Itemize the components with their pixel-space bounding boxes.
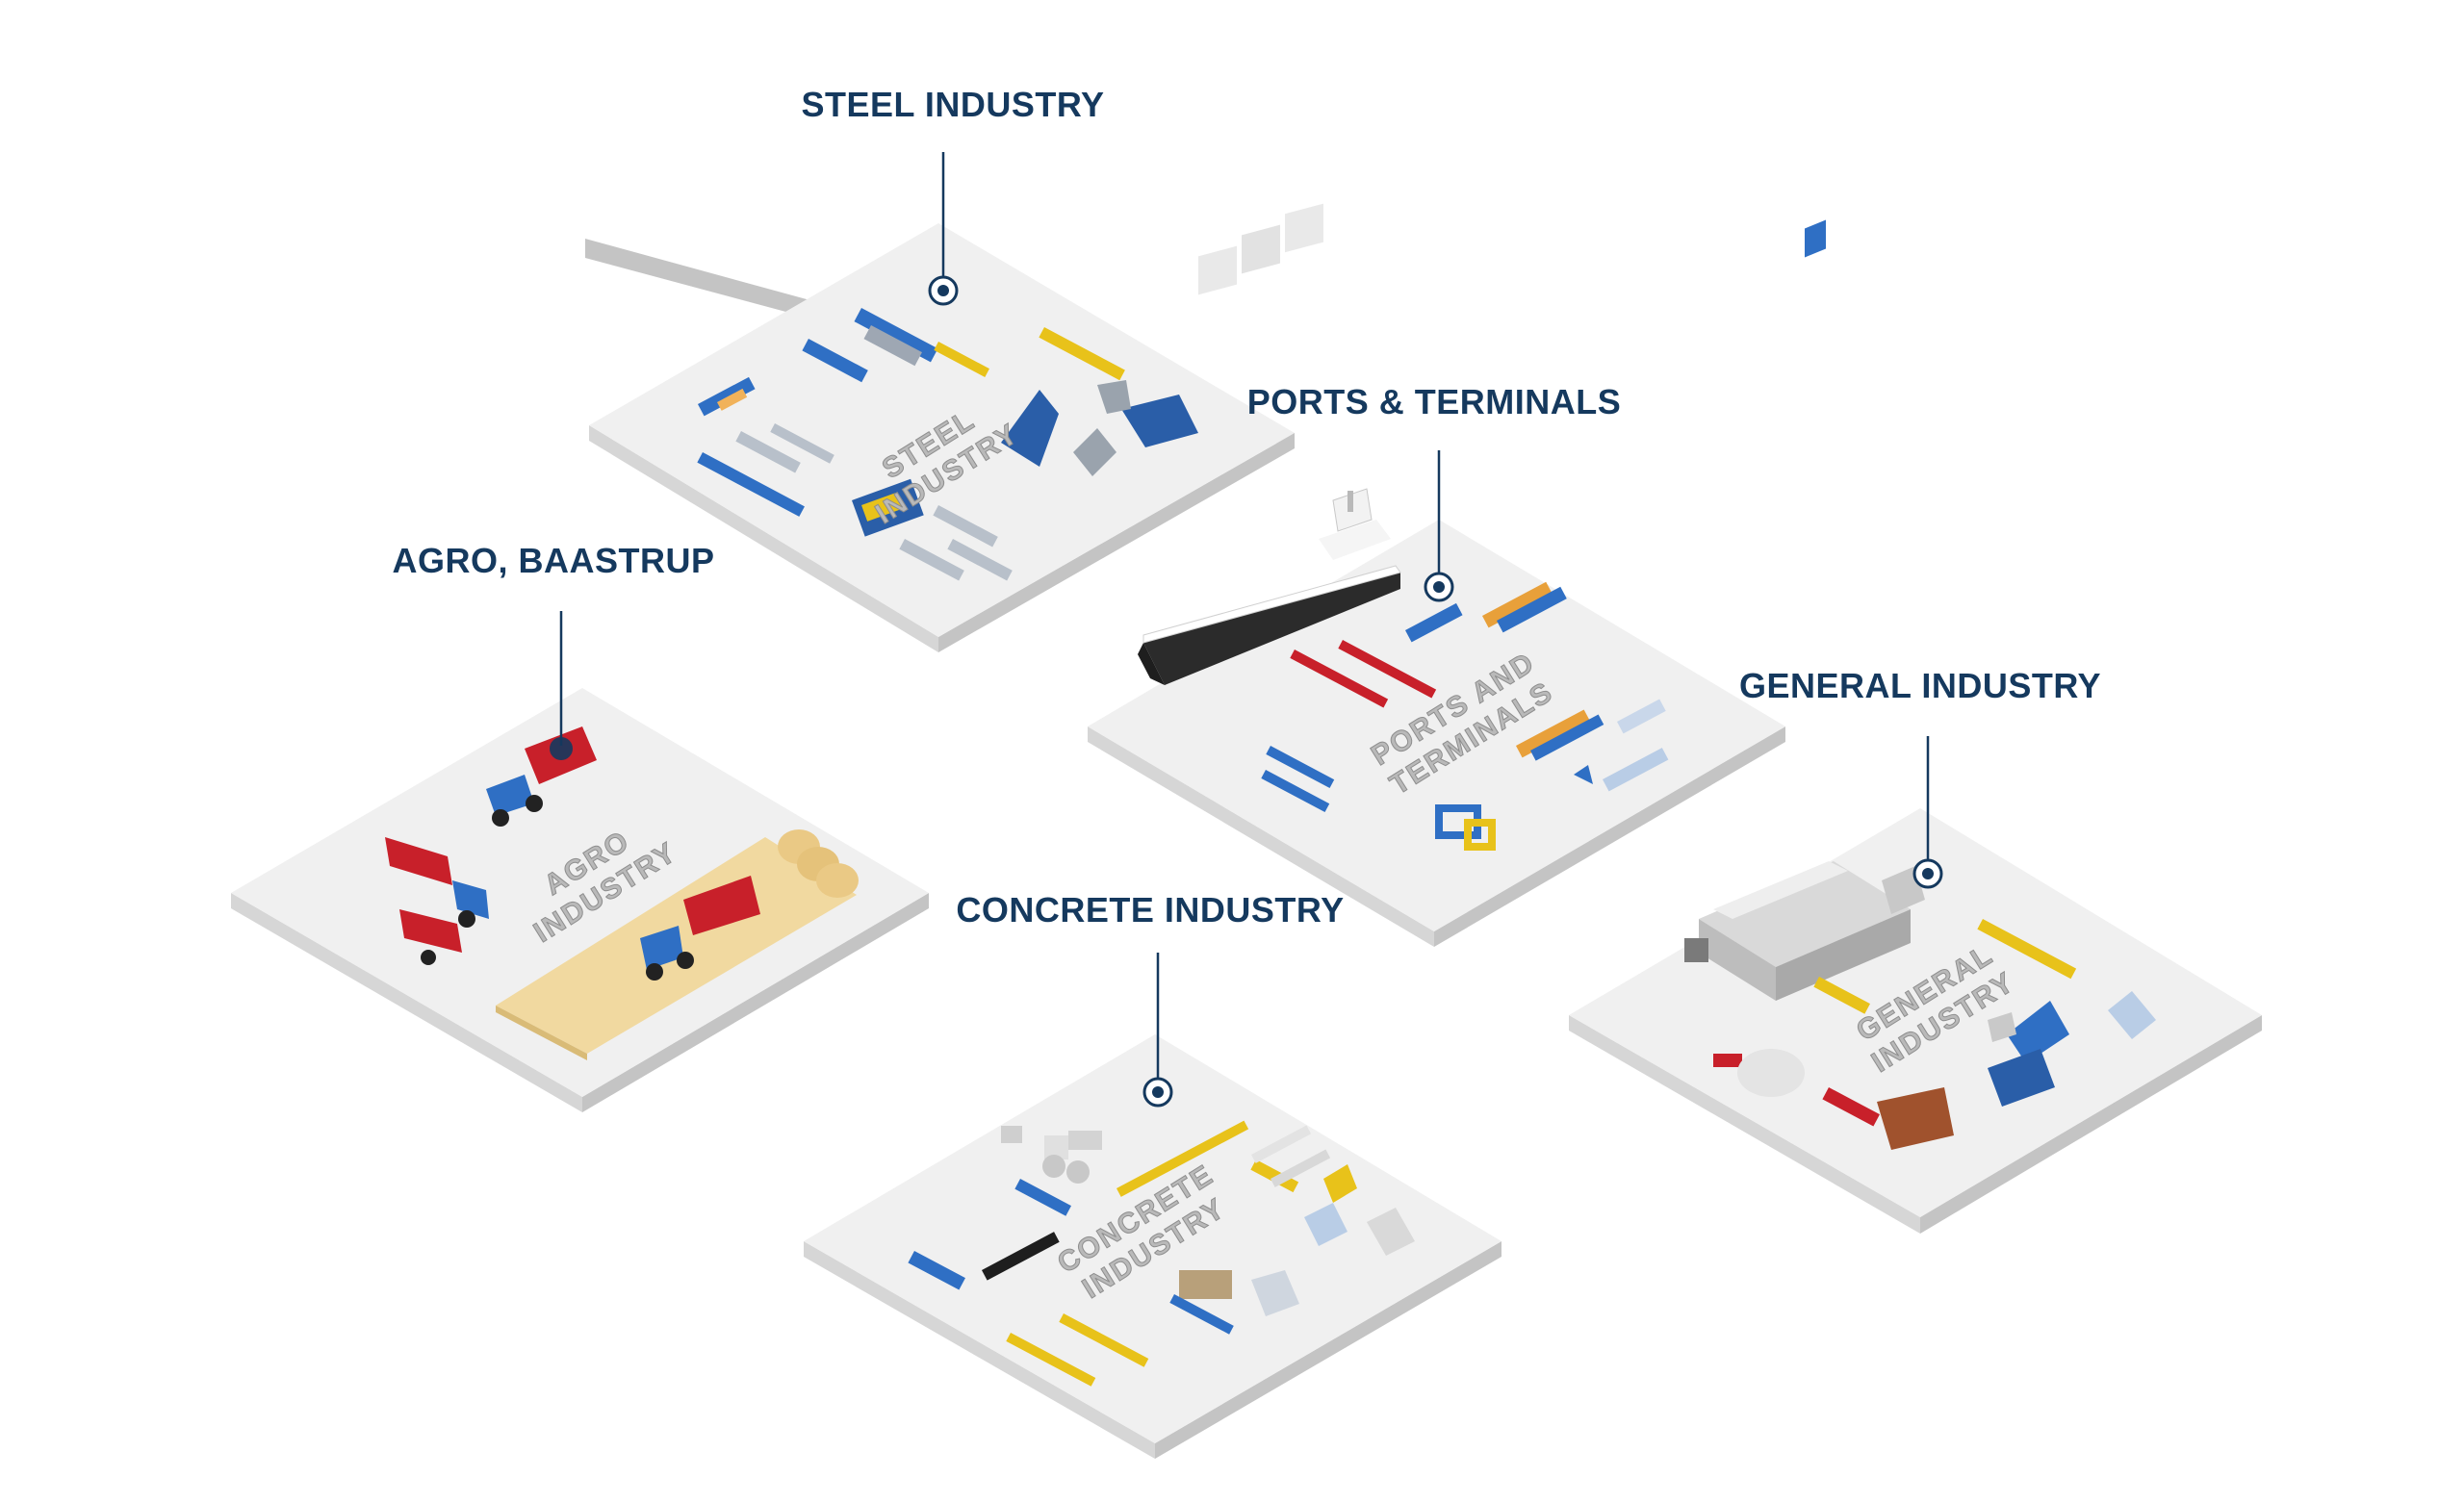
ports-equipment <box>1261 581 1669 851</box>
platform-ports-right-face <box>1434 726 1785 947</box>
platform-steel[interactable]: STEEL INDUSTRY <box>585 152 1295 652</box>
hay-bales <box>778 829 859 898</box>
factory-illustration <box>1684 219 1925 1001</box>
platform-agro-left-face <box>231 893 582 1112</box>
platform-general-left-face <box>1569 1015 1920 1234</box>
platform-general[interactable]: GENERAL INDUSTRY <box>1569 219 2262 1234</box>
ship-illustration <box>1138 203 1401 685</box>
platform-ports-top <box>1088 520 1785 931</box>
platform-concrete-top <box>804 1034 1502 1443</box>
zone-label-steel[interactable]: STEEL INDUSTRY <box>801 85 1105 124</box>
agro-marker[interactable] <box>550 737 573 760</box>
platform-steel-top <box>589 223 1295 637</box>
platform-concrete-right-face <box>1155 1241 1502 1459</box>
zone-label-general[interactable]: GENERAL INDUSTRY <box>1738 666 2102 705</box>
platform-agro-top <box>231 688 929 1097</box>
platform-concrete-left-face <box>804 1241 1155 1459</box>
platform-ports[interactable]: PORTS AND TERMINALS <box>1088 203 1785 947</box>
platform-steel-left-face <box>589 425 938 652</box>
zone-label-ports[interactable]: PORTS & TERMINALS <box>1246 382 1622 421</box>
platform-steel-right-face <box>938 433 1295 652</box>
platform-ports-left-face <box>1088 726 1434 947</box>
zone-label-concrete[interactable]: CONCRETE INDUSTRY <box>956 890 1345 930</box>
platform-agro-right-face <box>582 893 929 1112</box>
platform-general-right-face <box>1920 1015 2262 1234</box>
concrete-equipment <box>908 1120 1415 1387</box>
platform-concrete[interactable]: CONCRETE INDUSTRY <box>804 953 1502 1459</box>
zone-label-agro[interactable]: AGRO, BAASTRUP <box>392 541 715 580</box>
platform-agro[interactable]: AGRO INDUSTRY <box>231 611 929 1112</box>
platform-general-top <box>1569 808 2262 1217</box>
steel-equipment <box>697 307 1198 581</box>
general-equipment <box>1713 919 2156 1150</box>
